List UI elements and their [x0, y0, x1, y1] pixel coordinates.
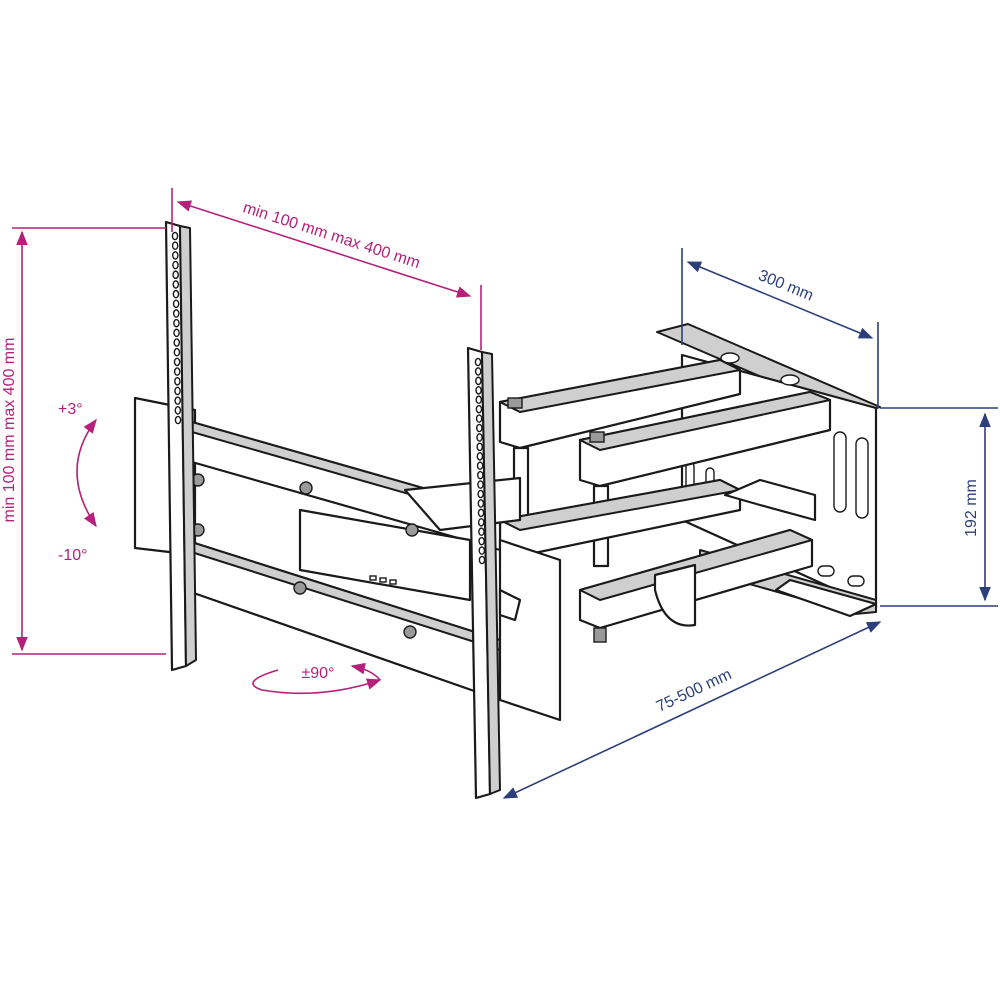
rail-hole — [171, 231, 179, 241]
rail-hole — [476, 433, 483, 442]
rail-hole — [475, 414, 483, 423]
rail-hole — [476, 423, 483, 433]
rail-hole — [173, 367, 181, 376]
rail-hole — [477, 499, 485, 508]
center-frame — [133, 396, 562, 722]
rail-hole — [172, 299, 180, 309]
rail-hole — [174, 376, 181, 386]
swivel-indicator: ±90° — [252, 662, 382, 695]
rail-hole — [172, 280, 180, 289]
rail-hole — [173, 328, 180, 338]
rail-hole — [174, 396, 181, 405]
rail-hole — [172, 260, 179, 270]
rail-hole — [476, 442, 484, 452]
rail-hole — [478, 536, 485, 546]
wall-plate-height-label: 192 mm — [963, 479, 980, 537]
wall-plate-height-dimension: 192 mm — [880, 407, 998, 607]
mount-illustration — [133, 220, 881, 800]
rail-hole — [173, 347, 181, 357]
rail-hole — [477, 480, 484, 489]
rail-hole — [172, 309, 180, 318]
left-rail-holes — [171, 231, 182, 425]
rail-hole — [475, 385, 482, 395]
rail-hole — [478, 546, 486, 555]
rail-hole — [476, 461, 484, 471]
wall-plate-width-label: 300 mm — [756, 267, 816, 304]
vesa-horizontal-label: min 100 mm max 400 mm — [241, 199, 422, 272]
rail-hole — [172, 251, 179, 260]
tilt-up-label: +3° — [58, 401, 83, 418]
rail-hole — [172, 289, 180, 299]
rail-hole — [173, 318, 180, 328]
right-rail-holes — [474, 357, 486, 565]
rail-hole — [477, 508, 485, 518]
rail-hole — [474, 357, 482, 367]
rail-hole — [171, 241, 179, 250]
rail-hole — [475, 376, 482, 386]
rail-hole — [475, 404, 483, 414]
rail-hole — [174, 386, 181, 396]
rail-hole — [477, 517, 485, 527]
left-vesa-rail — [164, 220, 197, 672]
rail-hole — [476, 451, 484, 461]
rail-hole — [478, 527, 485, 537]
vesa-vertical-dimension: min 100 mm max 400 mm — [1, 227, 166, 655]
tilt-indicator: +3° -10° — [58, 401, 97, 564]
swivel-label: ±90° — [302, 665, 335, 682]
vesa-vertical-label: min 100 mm max 400 mm — [1, 338, 18, 523]
rail-hole — [475, 395, 483, 405]
rail-hole — [476, 470, 484, 480]
rail-hole — [173, 338, 181, 347]
vesa-horizontal-dimension: min 100 mm max 400 mm — [171, 188, 482, 350]
lower-arms — [498, 478, 817, 643]
rail-hole — [173, 357, 181, 367]
rail-hole — [477, 489, 484, 499]
rail-hole — [174, 406, 182, 415]
rail-hole — [172, 270, 179, 280]
rail-hole — [174, 415, 182, 425]
rail-hole — [474, 367, 482, 376]
rail-hole — [478, 555, 486, 565]
right-vesa-rail — [466, 346, 501, 800]
tilt-down-label: -10° — [58, 547, 88, 564]
